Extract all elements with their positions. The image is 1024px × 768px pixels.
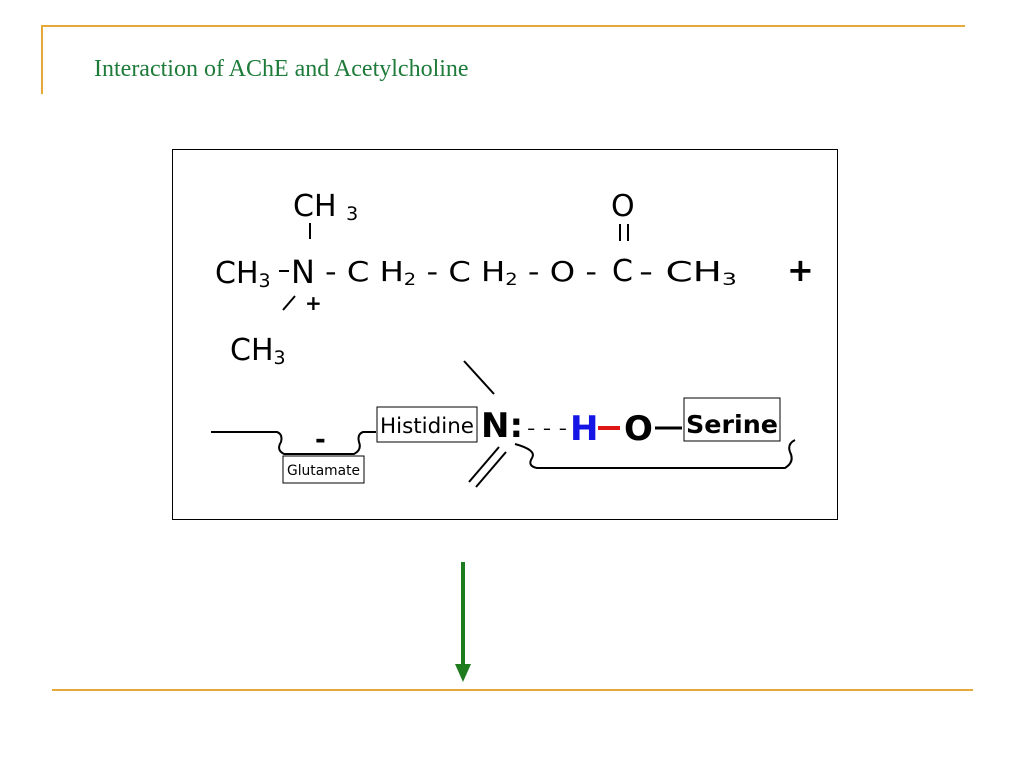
histidine-label: Histidine — [380, 414, 474, 438]
histidine-box — [376, 406, 478, 443]
serine-label: Serine — [686, 410, 778, 439]
imidazole-ring-bond-lower-b — [475, 451, 507, 488]
imidazole-ring-bond-top — [463, 360, 495, 395]
imidazole-ring-bond-lower-a — [468, 446, 500, 483]
serine-hydrogen: H — [570, 409, 598, 449]
carbonyl-oxygen: O — [611, 189, 635, 224]
title-accent-line-horizontal — [41, 25, 965, 27]
enzyme-active-site: - Glutamate Histidine N: - - - H O Serin… — [211, 360, 796, 488]
serine-oxygen: O — [624, 409, 653, 449]
glutamate-label: Glutamate — [287, 463, 360, 479]
bottom-methyl-group: CH3 — [230, 333, 286, 369]
nitrogen-positive-charge: + — [305, 291, 322, 315]
arrow-head — [455, 664, 471, 682]
title-accent-line-vertical — [41, 26, 43, 94]
glutamate-box — [282, 455, 365, 484]
bottom-divider-line — [52, 689, 973, 691]
top-methyl-text: CH — [293, 189, 337, 224]
histidine-nitrogen: N: — [481, 406, 523, 446]
glutamate-negative-charge: - — [315, 425, 326, 455]
reaction-arrow-icon — [455, 562, 471, 682]
slide-title: Interaction of AChE and Acetylcholine — [94, 56, 469, 82]
left-methyl-group: CH3 — [215, 256, 271, 292]
enzyme-backbone-left — [211, 431, 376, 455]
top-methyl-group: CH 3 — [293, 189, 358, 225]
carbonyl-carbon: C — [612, 254, 633, 289]
enzyme-backbone-right — [514, 439, 796, 469]
quaternary-nitrogen: N — [291, 253, 315, 291]
n-bottom-bond — [282, 295, 296, 311]
serine-box — [683, 397, 781, 442]
reaction-plus-sign: + — [787, 251, 814, 289]
hydrogen-bond-dashes: - - - — [527, 418, 567, 439]
